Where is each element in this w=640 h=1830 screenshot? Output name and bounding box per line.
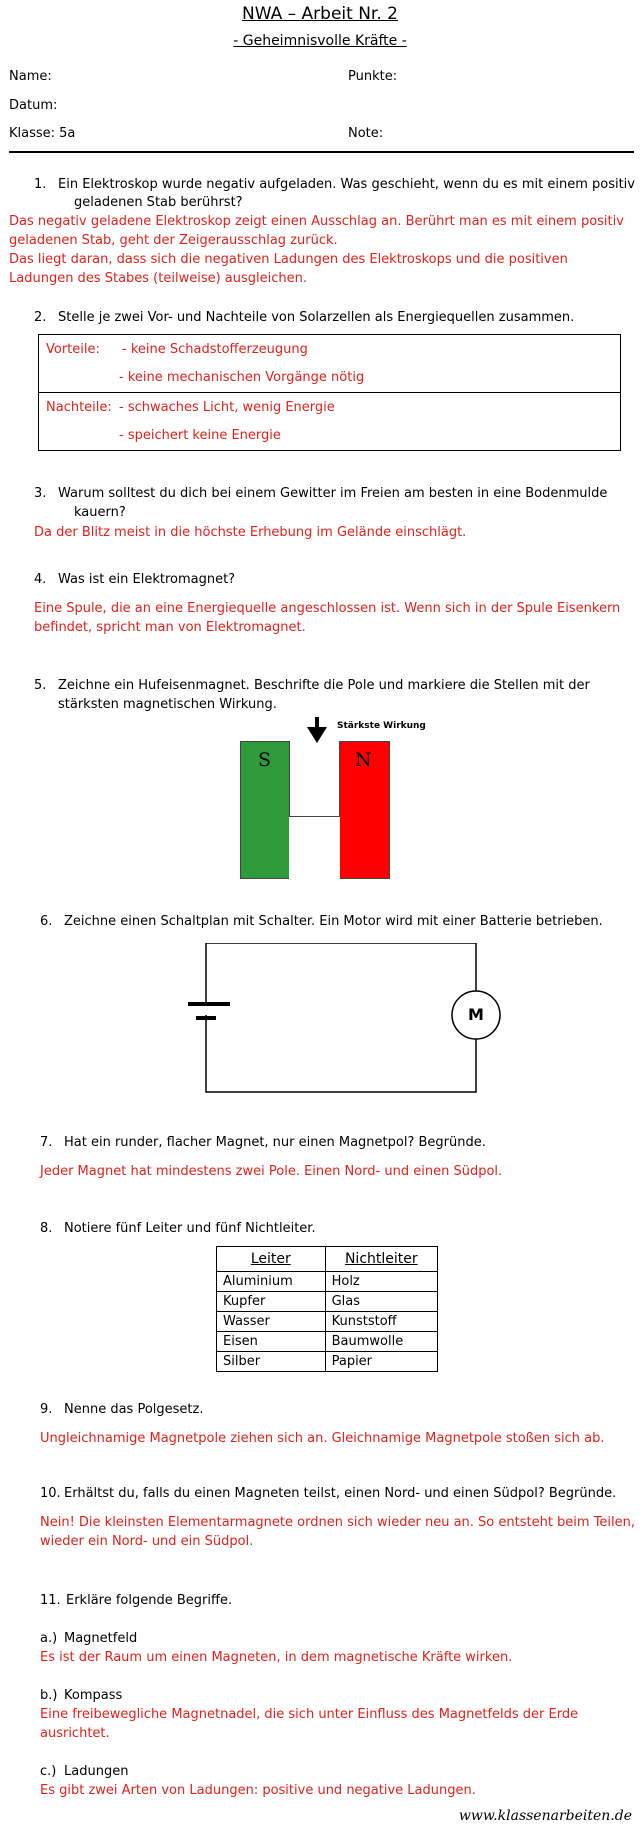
term-label: b.) [40, 1688, 58, 1703]
nichtleiter-cell: Baumwolle [324, 1331, 439, 1352]
nichtleiter-cell: Glas [324, 1291, 439, 1312]
horseshoe-magnet: S N [240, 741, 390, 879]
magnet-north-leg [339, 741, 390, 879]
column-header-leiter: Leiter [216, 1246, 326, 1272]
question-number: 10. [40, 1486, 61, 1501]
answer-text: Es ist der Raum um einen Magneten, in de… [40, 1650, 513, 1665]
question-number: 7. [40, 1135, 53, 1150]
header-divider [9, 151, 634, 153]
question-text: Warum solltest du dich bei einem Gewitte… [58, 486, 608, 501]
question-number: 8. [40, 1221, 53, 1236]
answer-text: Das liegt daran, dass sich die negativen… [9, 252, 568, 267]
nachteile-label: Nachteile: [46, 400, 112, 415]
vorteil-item: - keine Schadstofferzeugung [122, 342, 308, 357]
question-text: Nenne das Polgesetz. [64, 1402, 204, 1417]
watermark-link[interactable]: www.klassenarbeiten.de [458, 1808, 632, 1824]
answer-text: geladenen Stab, geht der Zeigerausschlag… [9, 233, 338, 248]
column-header-nichtleiter: Nichtleiter [324, 1246, 439, 1272]
question-text: Ein Elektroskop wurde negativ aufgeladen… [58, 177, 635, 192]
magnet-south-leg [240, 741, 290, 879]
leiter-cell: Wasser [216, 1311, 326, 1332]
answer-text: ausrichtet. [40, 1726, 110, 1741]
answer-text: Jeder Magnet hat mindestens zwei Pole. E… [40, 1164, 503, 1179]
question-text: Erhältst du, falls du einen Magneten tei… [64, 1486, 617, 1501]
magnet-bridge [289, 816, 340, 879]
question-number: 9. [40, 1402, 53, 1417]
nachteil-item: - schwaches Licht, wenig Energie [119, 400, 335, 415]
question-text: stärksten magnetischen Wirkung. [58, 697, 277, 712]
answer-text: Da der Blitz meist in die höchste Erhebu… [34, 525, 467, 540]
term-label: a.) [40, 1631, 58, 1646]
answer-text: Es gibt zwei Arten von Ladungen: positiv… [40, 1783, 476, 1798]
question-number: 5. [34, 678, 47, 693]
question-number: 11. [40, 1593, 61, 1608]
question-text: Was ist ein Elektromagnet? [58, 572, 236, 587]
question-text: Zeichne einen Schaltplan mit Schalter. E… [64, 914, 603, 929]
nichtleiter-cell: Holz [324, 1271, 439, 1292]
note-label: Note: [348, 126, 384, 141]
term-magnetfeld: Magnetfeld [64, 1631, 138, 1646]
circuit-diagram: M [186, 942, 526, 1097]
question-text: Hat ein runder, flacher Magnet, nur eine… [64, 1135, 486, 1150]
vorteil-item: - keine mechanischen Vorgänge nötig [119, 370, 365, 385]
answer-text: Eine freibewegliche Magnetnadel, die sic… [40, 1707, 579, 1722]
leiter-cell: Silber [216, 1351, 326, 1372]
pros-cons-divider [38, 392, 621, 393]
question-text: Zeichne ein Hufeisenmagnet. Beschrifte d… [58, 678, 590, 693]
staerkste-wirkung-label: Stärkste Wirkung [337, 721, 426, 731]
question-text: Erkläre folgende Begriffe. [66, 1593, 233, 1608]
motor-label: M [468, 1005, 484, 1024]
question-number: 1. [34, 177, 47, 192]
leiter-cell: Aluminium [216, 1271, 326, 1292]
nachteil-item: - speichert keine Energie [119, 428, 281, 443]
punkte-label: Punkte: [348, 69, 398, 84]
question-text: Stelle je zwei Vor- und Nachteile von So… [58, 310, 575, 325]
leiter-cell: Eisen [216, 1331, 326, 1352]
klasse-label: Klasse: 5a [9, 126, 76, 141]
answer-text: Nein! Die kleinsten Elementarmagnete ord… [40, 1515, 636, 1530]
question-number: 2. [34, 310, 47, 325]
answer-text: Ladungen des Stabes (teilweise) ausgleic… [9, 271, 308, 286]
question-text: kauern? [74, 505, 126, 520]
arrow-down-icon [307, 717, 327, 747]
answer-text: befindet, spricht man von Elektromagnet. [34, 620, 306, 635]
question-number: 3. [34, 486, 47, 501]
question-text: Notiere fünf Leiter und fünf Nichtleiter… [64, 1221, 316, 1236]
page-subtitle: - Geheimnisvolle Kräfte - [233, 33, 407, 49]
nichtleiter-cell: Papier [324, 1351, 439, 1372]
answer-text: wieder ein Nord- und ein Südpol. [40, 1534, 254, 1549]
datum-label: Datum: [9, 98, 58, 113]
question-number: 4. [34, 572, 47, 587]
page-title: NWA – Arbeit Nr. 2 [242, 4, 398, 24]
name-label: Name: [9, 69, 52, 84]
vorteile-label: Vorteile: [46, 342, 100, 357]
answer-text: Eine Spule, die an eine Energiequelle an… [34, 601, 621, 616]
question-text: geladenen Stab berührst? [74, 195, 243, 210]
leiter-cell: Kupfer [216, 1291, 326, 1312]
pole-s-label: S [258, 749, 272, 771]
answer-text: Das negativ geladene Elektroskop zeigt e… [9, 214, 624, 229]
term-label: c.) [40, 1764, 57, 1779]
answer-text: Ungleichnamige Magnetpole ziehen sich an… [40, 1431, 605, 1446]
pole-n-label: N [355, 749, 372, 771]
question-number: 6. [40, 914, 53, 929]
table-header-row: Leiter Nichtleiter [216, 1246, 439, 1272]
term-ladungen: Ladungen [64, 1764, 129, 1779]
nichtleiter-cell: Kunststoff [324, 1311, 439, 1332]
term-kompass: Kompass [64, 1688, 123, 1703]
